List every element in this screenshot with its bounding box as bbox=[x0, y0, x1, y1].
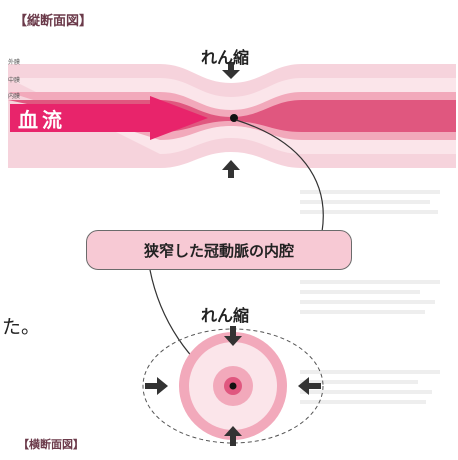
blood-flow-label: 血流 bbox=[18, 108, 66, 132]
cross-section-title: 【横断面図】 bbox=[18, 438, 84, 451]
cross-arrow-bottom bbox=[224, 426, 242, 446]
layer-label-middle: 中膜 bbox=[8, 77, 21, 84]
cross-arrow-top bbox=[224, 326, 242, 346]
layer-label-inner: 内膜 bbox=[8, 93, 21, 100]
blood-flow-arrow bbox=[10, 96, 208, 140]
constriction-label-top: れん縮 bbox=[201, 48, 250, 67]
leader-line-upper bbox=[235, 119, 324, 233]
constriction-arrow-bottom bbox=[222, 160, 240, 178]
cross-arrow-left bbox=[145, 377, 168, 395]
longitudinal-section-title: 【縦断面図】 bbox=[14, 14, 93, 29]
layer-label-outer: 外膜 bbox=[8, 59, 21, 66]
stenosis-point-cross bbox=[229, 382, 237, 390]
cross-arrow-right bbox=[298, 377, 321, 395]
background-text-fragment: た。 bbox=[2, 316, 41, 338]
constriction-label-bottom: れん縮 bbox=[201, 306, 250, 325]
constriction-arrow-top bbox=[222, 62, 240, 79]
narrowed-lumen-label: 狭窄した冠動脈の内腔 bbox=[143, 241, 294, 260]
background-text-lines bbox=[300, 190, 440, 404]
narrowed-lumen-callout: 狭窄した冠動脈の内腔 bbox=[86, 230, 352, 270]
